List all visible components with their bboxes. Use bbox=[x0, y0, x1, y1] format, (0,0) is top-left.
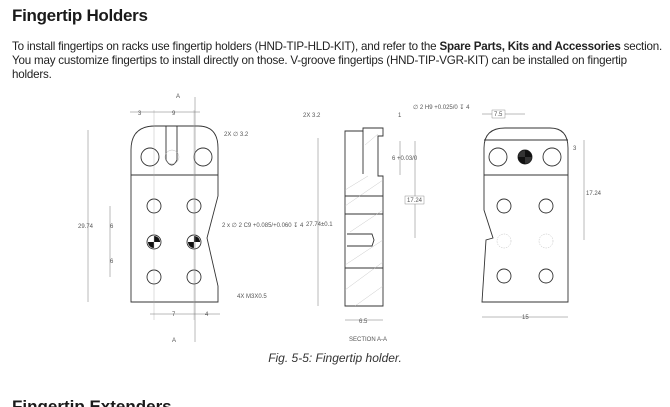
front-view: A A 3 9 2X ∅ 3.2 29.74 6 6 2 x ∅ 2 C9 +0… bbox=[78, 94, 304, 344]
dim-1: 1 bbox=[398, 113, 402, 119]
intro-paragraph: To install fingertips on racks use finge… bbox=[12, 40, 662, 82]
next-section-heading: Fingertip Extenders bbox=[12, 397, 172, 407]
dim-17-24: 17.24 bbox=[407, 198, 423, 204]
dim-2x-3-2: 2X 3.2 bbox=[303, 113, 321, 119]
dim-height: 27.74±0.1 bbox=[306, 222, 333, 228]
figure-caption: Fig. 5-5: Fingertip holder. bbox=[268, 351, 402, 365]
dim-17-24: 17.24 bbox=[586, 191, 602, 197]
dim-width: 6.5 bbox=[359, 319, 368, 325]
section-label: SECTION A-A bbox=[349, 337, 387, 343]
dim-9: 9 bbox=[172, 111, 176, 117]
dim-7: 7 bbox=[172, 312, 176, 318]
dim-width: 15 bbox=[522, 315, 529, 321]
dim-3: 3 bbox=[138, 111, 142, 117]
paragraph-text: section. You may customize fingertips to… bbox=[12, 40, 662, 81]
dim-7-5: 7.5 bbox=[494, 112, 503, 118]
section-marker-bottom: A bbox=[172, 338, 176, 344]
dim-holes: 2X ∅ 3.2 bbox=[224, 131, 249, 138]
paragraph-text: To install fingertips on racks use finge… bbox=[12, 40, 440, 53]
dim-height: 29.74 bbox=[78, 224, 94, 230]
spare-parts-link[interactable]: Spare Parts, Kits and Accessories bbox=[439, 40, 621, 53]
back-view: 7.5 3 17.24 15 bbox=[481, 109, 602, 321]
dim-pitch-1: 6 bbox=[110, 224, 114, 230]
dim-3: 3 bbox=[573, 146, 577, 152]
dim-pin-holes: 2 x ∅ 2 C9 +0.085/+0.060 ↧ 4 bbox=[222, 222, 304, 229]
section-heading: Fingertip Holders bbox=[12, 6, 148, 25]
dim-pitch-2: 6 bbox=[110, 259, 114, 265]
dim-6-tol: 6 +0.03/0 bbox=[392, 156, 418, 162]
section-view: 2X 3.2 1 6 +0.03/0 17.24 27.74±0.1 6.5 S… bbox=[303, 104, 470, 343]
hole-callout: ∅ 2 H9 +0.025/0 ↧ 4 bbox=[413, 104, 470, 111]
dim-4: 4 bbox=[205, 312, 209, 318]
dim-threads: 4X M3X0.5 bbox=[237, 294, 267, 300]
section-marker-top: A bbox=[176, 94, 180, 100]
